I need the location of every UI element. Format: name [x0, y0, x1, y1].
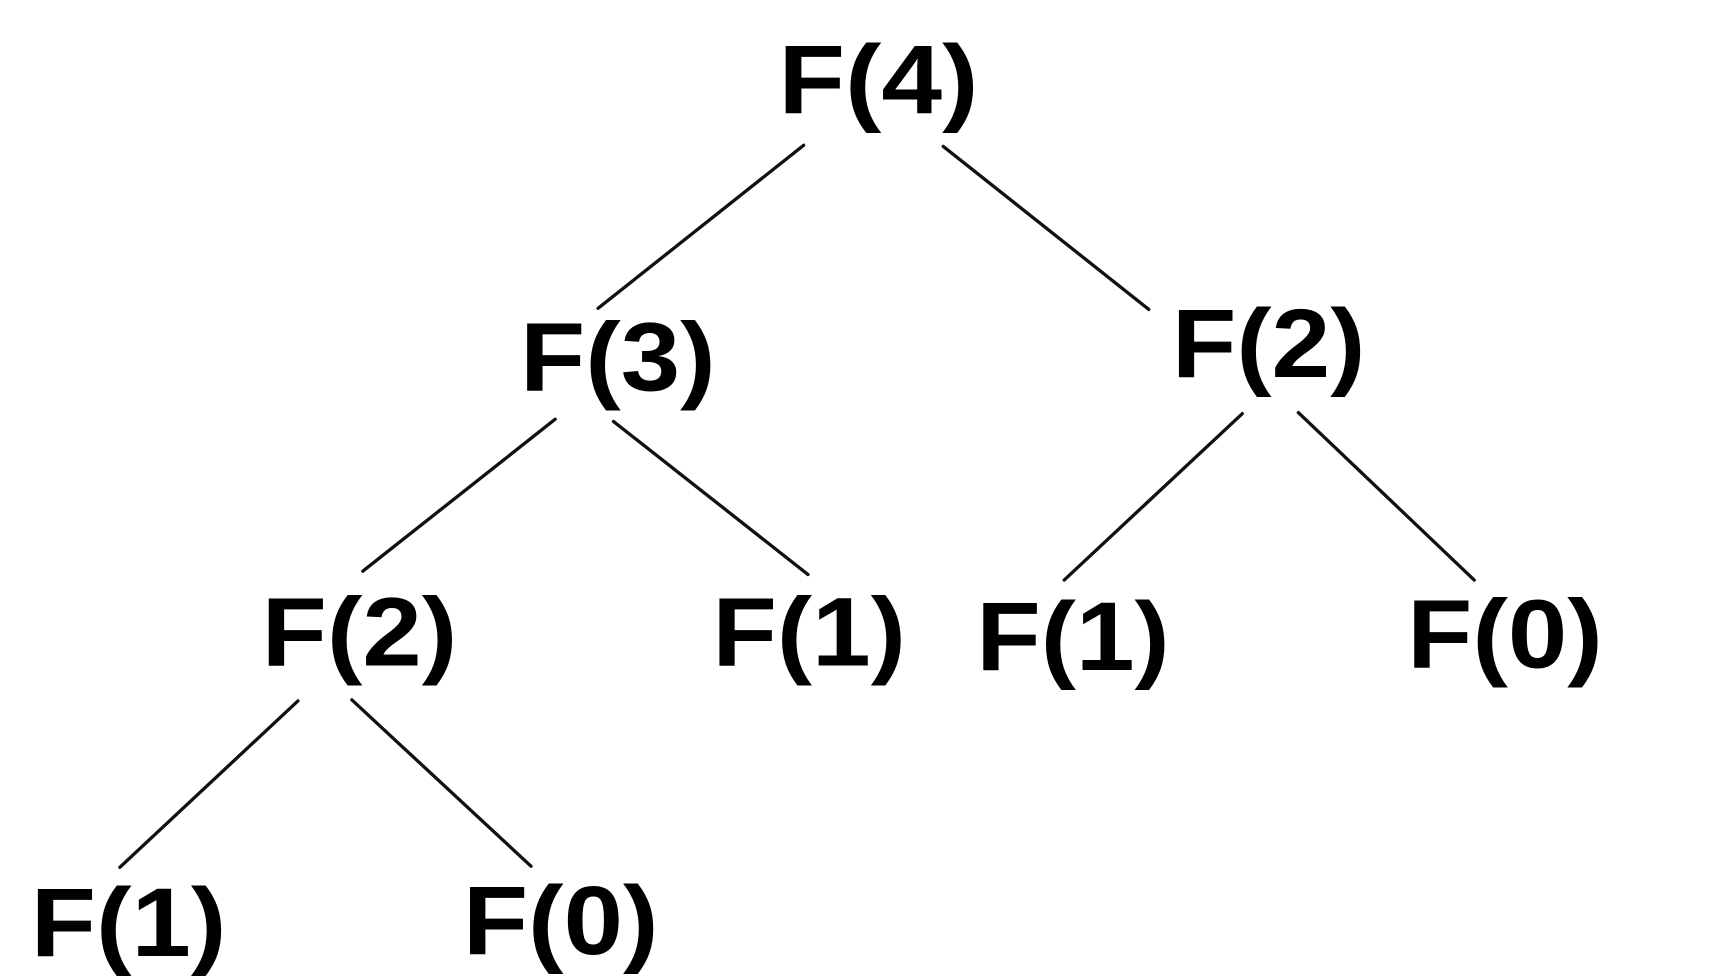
node-lll: F(1) — [31, 868, 227, 976]
edge-root-l — [596, 143, 806, 310]
node-lr: F(1) — [712, 577, 905, 686]
node-root: F(4) — [778, 25, 978, 134]
node-llr: F(0) — [463, 865, 659, 974]
node-l: F(3) — [520, 302, 716, 411]
edge-l-ll — [361, 417, 557, 573]
edge-r-rr — [1296, 410, 1476, 582]
node-rr: F(0) — [1407, 579, 1603, 688]
edge-root-r — [941, 144, 1151, 312]
edge-l-lr — [611, 419, 810, 577]
tree-nodes: F(4) F(3) F(2) F(2) F(1) F(1) F(0) F(1) … — [31, 25, 1603, 976]
node-r: F(2) — [1172, 289, 1365, 398]
edge-r-rl — [1062, 412, 1244, 582]
edge-ll-llr — [350, 698, 533, 868]
edge-ll-lll — [118, 699, 300, 869]
node-rl: F(1) — [976, 582, 1169, 691]
tree-edges — [118, 143, 1476, 869]
node-ll: F(2) — [262, 577, 458, 686]
